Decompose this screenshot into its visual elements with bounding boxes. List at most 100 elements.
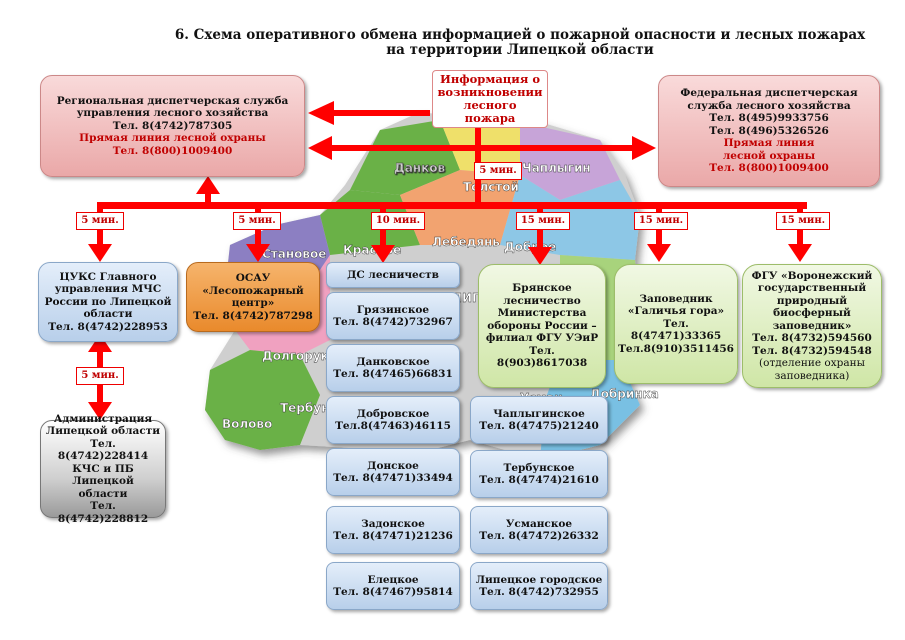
bryansk-line: Министерства bbox=[497, 307, 587, 320]
time-label: 5 мин. bbox=[233, 212, 281, 230]
mchs-phone: Тел. 8(4742)228953 bbox=[48, 320, 168, 333]
mchs-line: области bbox=[83, 308, 133, 321]
forestry-phone: Тел. 8(47472)26332 bbox=[479, 530, 599, 542]
forestry-phone: Тел. 8(47471)21236 bbox=[333, 530, 453, 542]
mchs-line: ЦУКС Главного bbox=[59, 270, 157, 283]
forestry-name: Грязинское bbox=[356, 303, 430, 316]
voronezh-reserve-box: ФГУ «Воронежский государственный природн… bbox=[742, 264, 882, 388]
regional-phone: Тел. 8(4742)787305 bbox=[112, 119, 233, 132]
town-dankov: Данков bbox=[394, 161, 445, 175]
admin-phone: Тел. 8(4742)228414 bbox=[57, 437, 149, 463]
forestry-name: Задонское bbox=[361, 517, 425, 530]
forestry-box: Усманское Тел. 8(47472)26332 bbox=[470, 506, 608, 554]
regional-dispatch-box: Региональная диспетчерская служба управл… bbox=[40, 75, 305, 177]
forestry-box: Чаплыгинское Тел. 8(47475)21240 bbox=[470, 396, 608, 444]
town-terbuny: Тербуны bbox=[280, 401, 340, 415]
forestry-box: Грязинское Тел. 8(4742)732967 bbox=[326, 292, 460, 340]
regional-line: управления лесного хозяйства bbox=[76, 107, 269, 120]
ds-header: ДС лесничеств bbox=[347, 268, 439, 281]
forestry-box: Липецкое городское Тел. 8(4742)732955 bbox=[470, 562, 608, 610]
title-line-2: на территории Липецкой области bbox=[386, 42, 654, 58]
forestry-name: Усманское bbox=[505, 517, 573, 530]
time-label: 15 мин. bbox=[516, 212, 570, 230]
bryansk-line: Брянское bbox=[512, 282, 572, 295]
forestry-box: Тербунское Тел. 8(47474)21610 bbox=[470, 450, 608, 498]
bryansk-forestry-box: Брянское лесничество Министерства оборон… bbox=[478, 264, 606, 388]
town-stanovoe: Становое bbox=[262, 247, 326, 261]
federal-hotline: Прямая линия bbox=[723, 137, 815, 150]
title-line-1: 6. Схема оперативного обмена информацией… bbox=[174, 27, 866, 43]
fire-info-box: Информация о возникновении лесного пожар… bbox=[432, 70, 548, 128]
forestry-name: Добровское bbox=[356, 407, 430, 420]
galichya-phone: Тел. 8(47471)33365 bbox=[630, 317, 722, 343]
forestry-name: Елецкое bbox=[367, 573, 419, 586]
forestry-phone: Тел.8(47463)46115 bbox=[335, 420, 451, 432]
forestry-box: Задонское Тел. 8(47471)21236 bbox=[326, 506, 460, 554]
forestry-phone: Тел. 8(47467)95814 bbox=[333, 586, 453, 598]
voronezh-line: государственный bbox=[757, 282, 867, 295]
administration-box: Администрация Липецкой области Тел. 8(47… bbox=[40, 413, 166, 525]
federal-hotline: лесной охраны bbox=[722, 149, 816, 162]
galichya-phone: Тел.8(910)3511456 bbox=[618, 342, 734, 355]
osau-line: ОСАУ bbox=[235, 272, 271, 284]
galichya-reserve-box: Заповедник «Галичья гора» Тел. 8(47471)3… bbox=[614, 264, 738, 384]
info-line: лесного пожара bbox=[463, 98, 517, 125]
forestry-phone: Тел. 8(4742)732955 bbox=[479, 586, 599, 598]
galichya-line: «Галичья гора» bbox=[627, 305, 725, 318]
forestry-box: Данковское Тел. 8(47465)66831 bbox=[326, 344, 460, 392]
time-label: 5 мин. bbox=[76, 212, 124, 230]
info-line: Информация о bbox=[439, 72, 540, 86]
forestry-name: Чаплыгинское bbox=[493, 407, 585, 420]
osau-line: «Лесопожарный bbox=[202, 284, 304, 297]
ds-header-box: ДС лесничеств bbox=[326, 262, 460, 288]
forestry-name: Тербунское bbox=[503, 461, 575, 474]
forestry-phone: Тел. 8(4742)732967 bbox=[333, 316, 453, 328]
mchs-box: ЦУКС Главного управления МЧС России по Л… bbox=[38, 262, 178, 342]
voronezh-note: заповедника) bbox=[774, 369, 850, 382]
bryansk-phone: Тел. 8(903)8617038 bbox=[496, 344, 588, 370]
mchs-line: России по Липецкой bbox=[44, 295, 172, 308]
admin-line: Липецкой области bbox=[45, 425, 161, 438]
forestry-phone: Тел. 8(47475)21240 bbox=[479, 420, 599, 432]
galichya-line: Заповедник bbox=[639, 292, 713, 305]
osau-phone: Тел. 8(4742)787298 bbox=[193, 309, 313, 322]
town-tolstoy: Толстой bbox=[463, 180, 519, 194]
town-dobrinka: Добринка bbox=[590, 387, 659, 401]
bryansk-line: филиал ФГУ УЭиР bbox=[485, 332, 599, 345]
town-chaplygin: Чаплыгин bbox=[522, 161, 591, 175]
town-volovo: Волово bbox=[222, 417, 272, 431]
voronezh-note: (отделение охраны bbox=[759, 357, 865, 370]
federal-line: служба лесного хозяйства bbox=[687, 99, 851, 112]
federal-line: Федеральная диспетчерская bbox=[680, 87, 858, 100]
mchs-line: управления МЧС bbox=[54, 283, 162, 296]
federal-phone: Тел. 8(496)5326526 bbox=[709, 124, 829, 137]
forestry-name: Данковское bbox=[356, 355, 430, 368]
time-label: 5 мин. bbox=[76, 367, 124, 385]
time-label: 15 мин. bbox=[634, 212, 688, 230]
town-lebedyan: Лебедянь bbox=[432, 235, 500, 249]
voronezh-phone: Тел. 8(4732)594548 bbox=[752, 344, 872, 357]
forestry-name: Липецкое городское bbox=[475, 573, 603, 586]
time-label: 10 мин. bbox=[371, 212, 425, 230]
forestry-phone: Тел. 8(47474)21610 bbox=[479, 474, 599, 486]
regional-hotline-phone: Тел. 8(800)1009400 bbox=[112, 144, 233, 157]
admin-line: Администрация bbox=[53, 412, 153, 425]
voronezh-line: ФГУ «Воронежский bbox=[751, 269, 873, 282]
admin-phone: Тел. 8(4742)228812 bbox=[57, 500, 149, 525]
page-title: 6. Схема оперативного обмена информацией… bbox=[170, 28, 870, 58]
osau-box: ОСАУ «Лесопожарный центр» Тел. 8(4742)78… bbox=[186, 262, 320, 332]
federal-hotline-phone: Тел. 8(800)1009400 bbox=[709, 162, 829, 175]
federal-phone: Тел. 8(495)9933756 bbox=[709, 112, 829, 125]
voronezh-line: заповедник» bbox=[772, 319, 852, 332]
bryansk-line: лесничество bbox=[503, 294, 581, 307]
regional-hotline: Прямая линия лесной охраны bbox=[79, 132, 266, 145]
forestry-box: Елецкое Тел. 8(47467)95814 bbox=[326, 562, 460, 610]
admin-line: КЧС и ПБ Липецкой bbox=[72, 462, 134, 488]
time-label: 15 мин. bbox=[776, 212, 830, 230]
admin-line: области bbox=[78, 487, 128, 500]
voronezh-phone: Тел. 8(4732)594560 bbox=[752, 332, 872, 345]
time-label: 5 мин. bbox=[474, 162, 522, 180]
forestry-name: Донское bbox=[367, 459, 419, 472]
info-line: возникновении bbox=[437, 85, 543, 99]
voronezh-line: природный биосферный bbox=[773, 294, 851, 320]
